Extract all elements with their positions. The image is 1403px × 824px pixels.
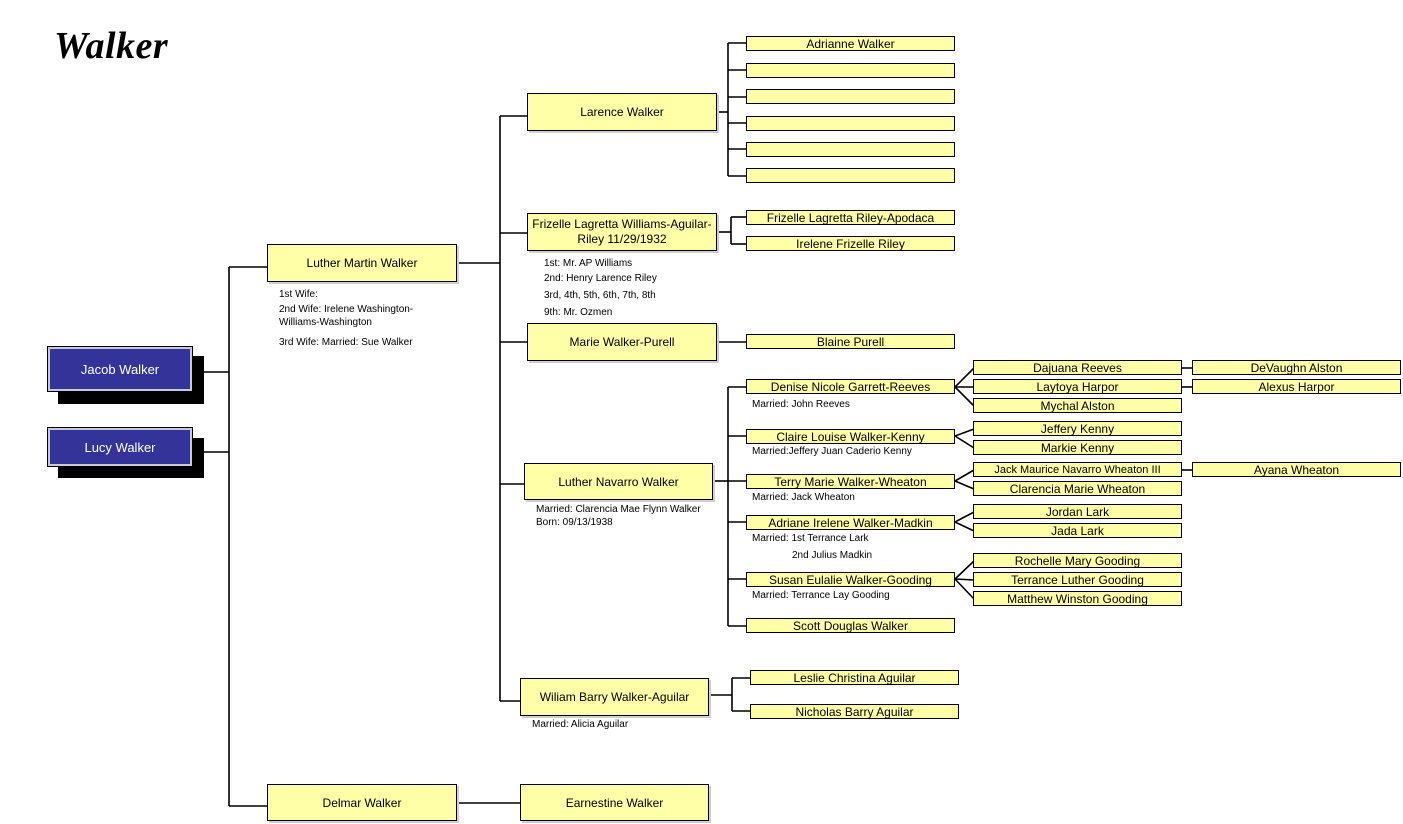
person-box-claire-louise-walker-kenny[interactable]: Claire Louise Walker-Kenny [746,429,955,444]
person-box-clarencia-marie-wheaton[interactable]: Clarencia Marie Wheaton [973,481,1182,496]
person-note: 3rd, 4th, 5th, 6th, 7th, 8th [544,290,656,301]
root-box-jacob-walker[interactable]: Jacob Walker [47,346,193,392]
person-box-matthew-winston-gooding[interactable]: Matthew Winston Gooding [973,591,1182,606]
person-box-ayana-wheaton[interactable]: Ayana Wheaton [1192,462,1401,477]
person-box-denise-nicole-garrett-reeves[interactable]: Denise Nicole Garrett-Reeves [746,379,955,394]
person-box-larence-walker[interactable]: Larence Walker [527,93,717,131]
person-note: 3rd Wife: Married: Sue Walker [279,337,413,348]
person-box-dajuana-reeves[interactable]: Dajuana Reeves [973,360,1182,375]
person-box-frizelle-williams-aguilar-riley[interactable]: Frizelle Lagretta Williams-Aguilar-Riley… [527,213,717,251]
person-box-leslie-christina-aguilar[interactable]: Leslie Christina Aguilar [750,670,959,685]
person-box-empty[interactable] [746,63,955,78]
person-note: Married: Terrance Lay Gooding [752,590,890,601]
person-box-delmar-walker[interactable]: Delmar Walker [267,784,457,821]
person-note: Married: John Reeves [752,399,850,410]
person-box-jordan-lark[interactable]: Jordan Lark [973,504,1182,519]
person-note: Married: Alicia Aguilar [532,719,629,730]
person-note: Married: Jack Wheaton [752,492,855,503]
person-box-terry-marie-walker-wheaton[interactable]: Terry Marie Walker-Wheaton [746,474,955,489]
person-box-william-barry-walker-aguilar[interactable]: Wiliam Barry Walker-Aguilar [520,678,709,716]
root-box-lucy-walker[interactable]: Lucy Walker [47,427,193,467]
person-box-scott-douglas-walker[interactable]: Scott Douglas Walker [746,618,955,633]
person-note: Married:Jeffery Juan Caderio Kenny [752,446,912,457]
person-note: 9th: Mr. Ozmen [544,307,613,318]
person-box-empty[interactable] [746,142,955,157]
person-box-empty[interactable] [746,116,955,131]
page-title: Walker [54,25,169,67]
person-box-devaughn-alston[interactable]: DeVaughn Alston [1192,360,1401,375]
person-note: Married: Clarencia Mae Flynn Walker [536,504,701,515]
person-box-irelene-frizelle-riley[interactable]: Irelene Frizelle Riley [746,236,955,251]
person-note: 1st: Mr. AP Williams [544,258,633,269]
person-box-adrianne-walker[interactable]: Adrianne Walker [746,36,955,51]
person-box-frizelle-riley-apodaca[interactable]: Frizelle Lagretta Riley-Apodaca [746,210,955,225]
person-box-nicholas-barry-aguilar[interactable]: Nicholas Barry Aguilar [750,704,959,719]
person-box-luther-navarro-walker[interactable]: Luther Navarro Walker [524,463,713,500]
person-box-earnestine-walker[interactable]: Earnestine Walker [520,784,709,821]
person-box-jeffery-kenny[interactable]: Jeffery Kenny [973,421,1182,436]
person-note: Married: 1st Terrance Lark [752,533,869,544]
person-box-marie-walker-purell[interactable]: Marie Walker-Purell [527,323,717,361]
person-box-terrance-luther-gooding[interactable]: Terrance Luther Gooding [973,572,1182,587]
person-box-jada-lark[interactable]: Jada Lark [973,523,1182,538]
person-note: 2nd: Henry Larence Riley [544,273,657,284]
person-box-blaine-purell[interactable]: Blaine Purell [746,334,955,349]
person-note: Born: 09/13/1938 [536,517,613,528]
person-box-laytoya-harpor[interactable]: Laytoya Harpor [973,379,1182,394]
person-box-luther-martin-walker[interactable]: Luther Martin Walker [267,244,457,282]
person-note: 2nd Julius Madkin [792,550,873,561]
person-box-rochelle-mary-gooding[interactable]: Rochelle Mary Gooding [973,553,1182,568]
person-box-alexus-harpor[interactable]: Alexus Harpor [1192,379,1401,394]
person-box-empty[interactable] [746,89,955,104]
person-box-adriane-irelene-walker-madkin[interactable]: Adriane Irelene Walker-Madkin [746,515,955,530]
person-box-empty[interactable] [746,168,955,183]
person-note: 2nd Wife: Irelene Washington- [279,304,414,315]
person-note: Williams-Washington [279,317,372,328]
person-note: 1st Wife: [279,289,318,300]
person-box-jack-maurice-navarro-wheaton-iii[interactable]: Jack Maurice Navarro Wheaton III [973,462,1182,477]
person-box-markie-kenny[interactable]: Markie Kenny [973,440,1182,455]
person-box-susan-eulalie-walker-gooding[interactable]: Susan Eulalie Walker-Gooding [746,572,955,587]
person-box-mychal-alston[interactable]: Mychal Alston [973,398,1182,413]
